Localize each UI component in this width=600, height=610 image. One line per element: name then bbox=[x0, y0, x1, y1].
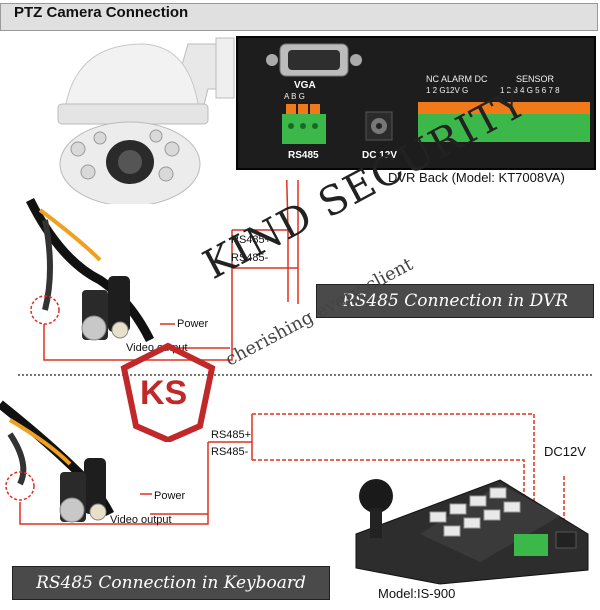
keyboard-connection-banner: RS485 Connection in Keyboard bbox=[12, 566, 330, 600]
rs485-port-label: RS485 bbox=[288, 150, 319, 161]
dvr-panel-graphics bbox=[266, 43, 590, 144]
ks-logo-text: KS bbox=[140, 374, 188, 412]
section1-wiring bbox=[25, 180, 299, 361]
sensor-pins-label: 1 2 3 4 G 5 6 7 8 bbox=[500, 86, 560, 95]
page-header bbox=[0, 3, 598, 31]
section-divider bbox=[18, 374, 592, 376]
section2-wiring bbox=[0, 400, 589, 585]
dvr-caption: DVR Back (Model: KT7008VA) bbox=[388, 170, 565, 185]
dvr-connection-banner: RS485 Connection in DVR bbox=[316, 284, 594, 318]
video-output-label-2: Video output bbox=[110, 514, 172, 526]
page-title: PTZ Camera Connection bbox=[14, 4, 189, 21]
vga-label: VGA bbox=[294, 80, 316, 91]
power-label-2: Power bbox=[154, 490, 186, 502]
alarm-label: NC ALARM DC bbox=[426, 74, 488, 84]
rs485-minus-label-1: RS485- bbox=[231, 252, 269, 264]
dc12v-label: DC12V bbox=[544, 444, 586, 459]
vga-pins-label: A B G bbox=[284, 92, 305, 101]
keyboard-model-label: Model:IS-900 bbox=[378, 586, 456, 601]
ks-shield-logo bbox=[120, 342, 216, 442]
rs485-plus-label-1: RS485+ bbox=[231, 234, 272, 246]
power-label-1: Power bbox=[177, 318, 209, 330]
sensor-label: SENSOR bbox=[516, 74, 555, 84]
rs485-plus-label-2: RS485+ bbox=[211, 429, 252, 441]
dc-port-label: DC 12V bbox=[362, 150, 398, 161]
rs485-minus-label-2: RS485- bbox=[211, 446, 249, 458]
alarm-pins-label: 1 2 G12V G bbox=[426, 86, 469, 95]
ptz-camera-image bbox=[57, 37, 235, 204]
